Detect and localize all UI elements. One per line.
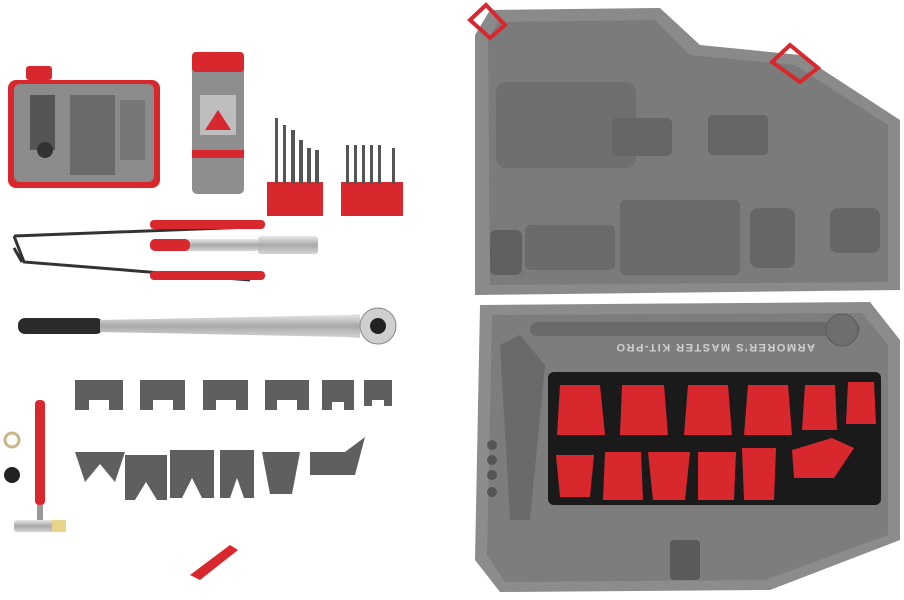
torque-wrench xyxy=(18,307,397,345)
case-tray: ARMORER'S MASTER KIT-PRO xyxy=(475,302,900,592)
crowfoot-wrenches xyxy=(75,380,392,500)
case-lid xyxy=(467,2,900,295)
case-brand-label: ARMORER'S MASTER KIT-PRO xyxy=(615,341,815,353)
vise-block xyxy=(8,66,160,188)
upper-receiver-block xyxy=(192,52,244,194)
wrench-pockets xyxy=(556,382,876,500)
punch-set xyxy=(267,118,403,216)
hammer xyxy=(3,400,66,532)
red-trigger-tool xyxy=(190,545,238,580)
latch-left xyxy=(467,2,508,41)
spring-tool-and-hammer-extension xyxy=(12,220,318,282)
latch-right xyxy=(768,42,822,85)
